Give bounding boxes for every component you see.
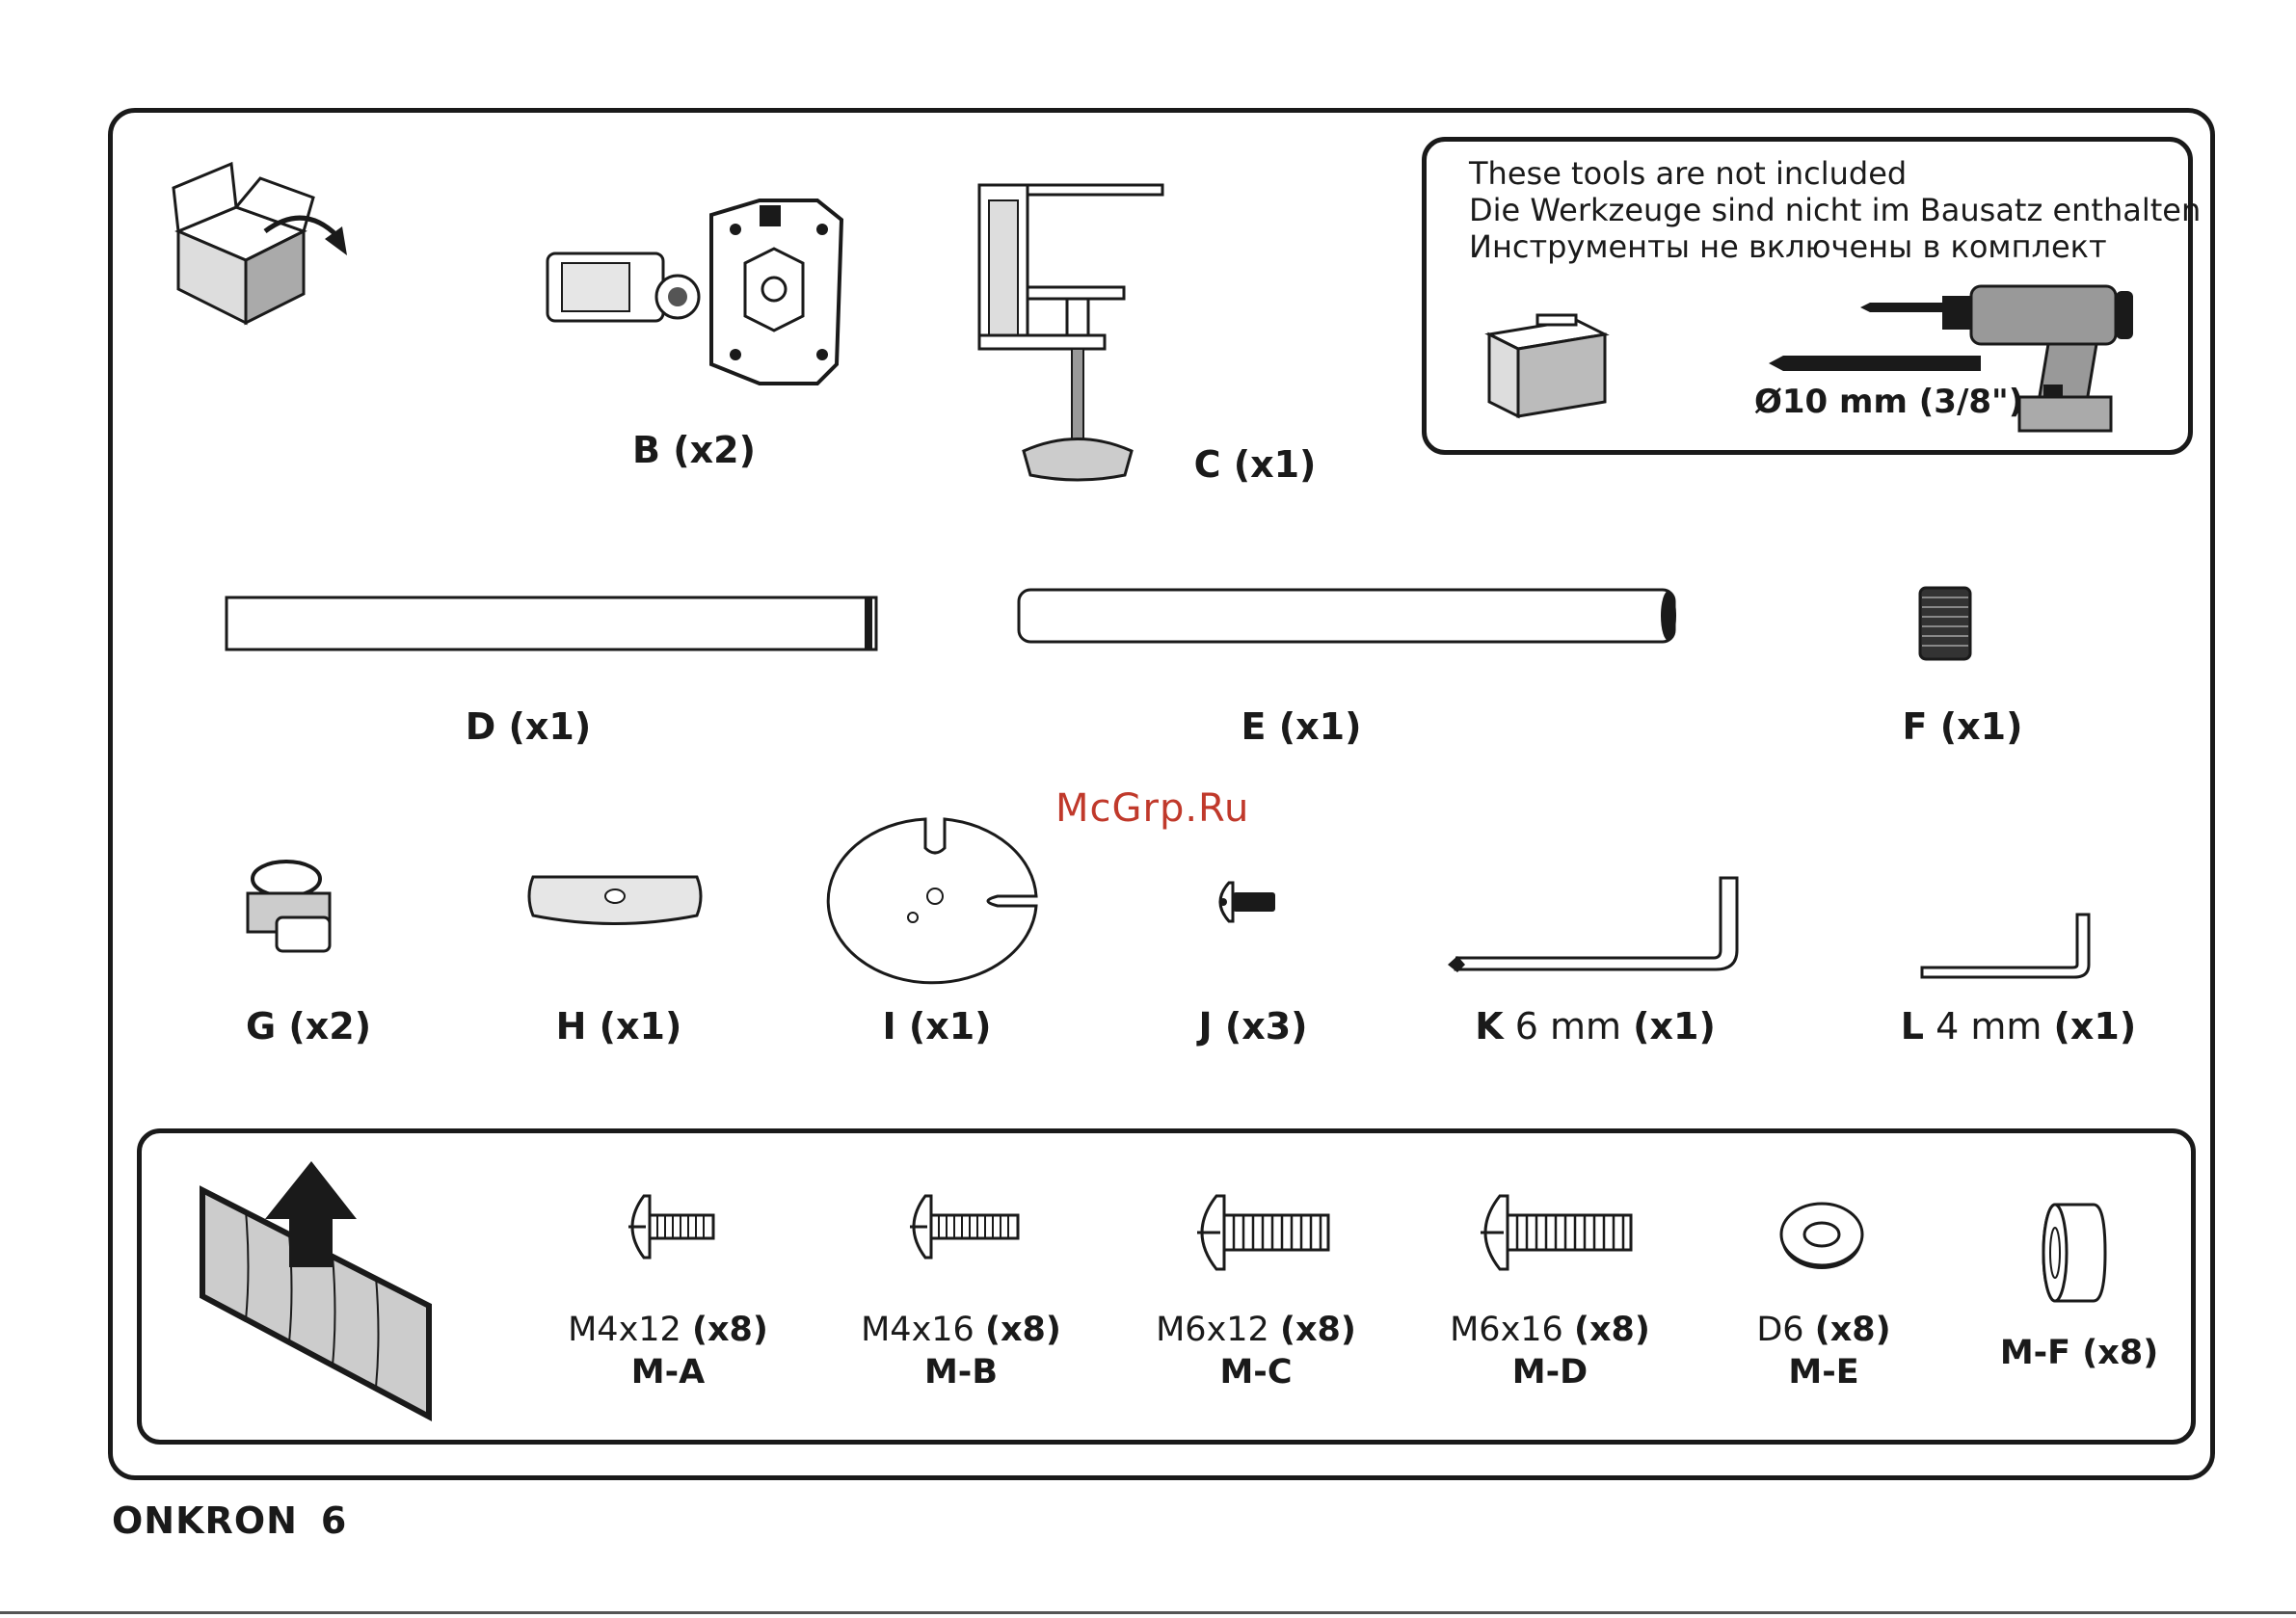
- drill-bit-icon: [1769, 356, 1981, 371]
- watermark: McGrp.Ru: [1055, 786, 1250, 831]
- hardware-label-m-e: D6 (x8) M-E: [1756, 1311, 1891, 1392]
- page-number: 6: [320, 1499, 348, 1542]
- small-drill-bit-icon: [1860, 303, 1947, 312]
- hardware-label-m-a: M4x12 (x8) M-A: [568, 1311, 768, 1392]
- hardware-label-m-c: M6x12 (x8) M-C: [1156, 1311, 1356, 1392]
- open-box-icon: [172, 161, 347, 326]
- hardware-pack-box: [137, 1128, 2196, 1445]
- brand-logo-text: ONKRON: [112, 1499, 298, 1542]
- page-frame: [108, 108, 2215, 1480]
- part-k-hex-key-6mm: [1448, 876, 1739, 972]
- part-g-cable-clip: [246, 860, 332, 953]
- part-e-label: E (x1): [1241, 705, 1362, 748]
- part-e-tube: [1017, 588, 1676, 644]
- screw-m4x16-icon: [910, 1194, 1020, 1260]
- toolbox-icon: [1484, 313, 1610, 419]
- screw-m6x12-icon: [1197, 1194, 1330, 1271]
- part-g-label: G (x2): [245, 1005, 372, 1048]
- part-i-disc: [826, 817, 1038, 985]
- cordless-drill-icon: [1942, 284, 2133, 433]
- tools-not-included-box: These tools are not included Die Werkzeu…: [1422, 137, 2201, 455]
- part-d-tube: [225, 596, 878, 651]
- part-b-label: B (x2): [632, 429, 756, 471]
- part-c-desk-clamp: [977, 183, 1164, 482]
- hardware-label-m-f: M-F (x8): [1999, 1334, 2159, 1372]
- part-f-threaded-coupling: [1918, 586, 1972, 661]
- part-h-plate: [527, 875, 703, 925]
- hardware-bag-icon: [200, 1161, 432, 1421]
- screw-m4x12-icon: [628, 1194, 715, 1260]
- hardware-label-m-d: M6x16 (x8) M-D: [1450, 1311, 1650, 1392]
- part-b-vesa-bracket: [546, 199, 844, 385]
- page-footer: ONKRON 6: [112, 1499, 370, 1542]
- part-d-label: D (x1): [465, 705, 592, 748]
- part-h-label: H (x1): [555, 1005, 682, 1048]
- bottom-divider: [0, 1611, 2296, 1614]
- tools-note-en: These tools are not included: [1469, 155, 1908, 192]
- part-j-label: J (x3): [1198, 1005, 1308, 1048]
- part-l-hex-key-4mm: [1920, 913, 2091, 979]
- screw-m6x16-icon: [1481, 1194, 1633, 1271]
- part-f-label: F (x1): [1902, 705, 2023, 748]
- part-k-label: K 6 mm (x1): [1475, 1005, 1716, 1048]
- part-i-label: I (x1): [882, 1005, 992, 1048]
- washer-d6-icon: [1779, 1202, 1864, 1269]
- hardware-label-m-b: M4x16 (x8) M-B: [861, 1311, 1061, 1392]
- spacer-m-f-icon: [2042, 1203, 2107, 1303]
- part-l-label: L 4 mm (x1): [1900, 1005, 2137, 1048]
- tools-note-ru: Инструменты не включены в комплект: [1469, 228, 2107, 265]
- part-c-label: C (x1): [1193, 443, 1317, 486]
- drill-bit-size: Ø10 mm (3/8"): [1754, 383, 2024, 421]
- part-j-countersunk-screw: [1218, 881, 1275, 923]
- tools-note-de: Die Werkzeuge sind nicht im Bausatz enth…: [1469, 192, 2202, 228]
